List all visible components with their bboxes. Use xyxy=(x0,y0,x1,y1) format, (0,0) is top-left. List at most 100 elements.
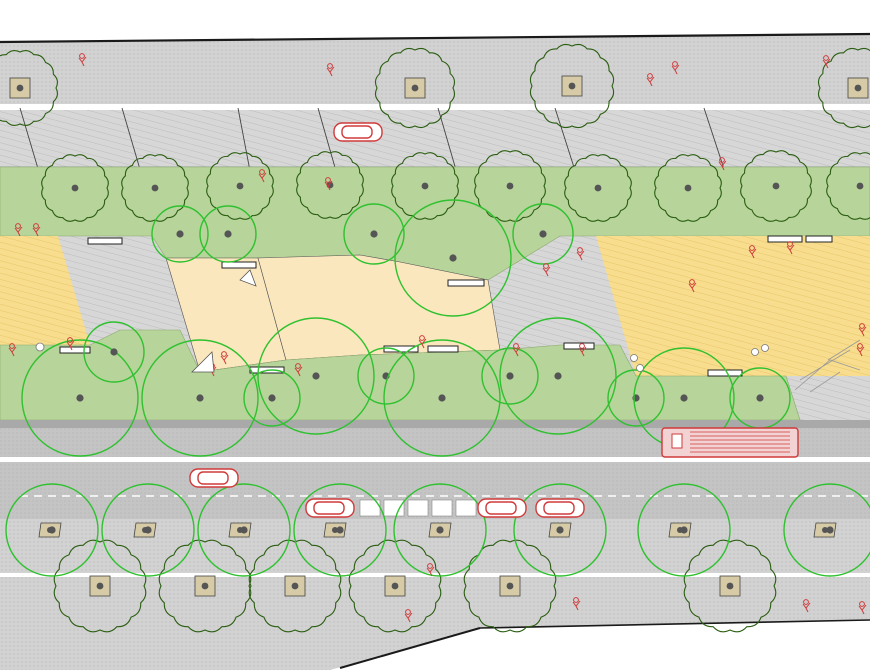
pedestrian-icon xyxy=(576,247,585,261)
pedestrian-icon xyxy=(294,363,303,377)
north-sidewalk xyxy=(0,34,870,105)
north-footpath-stripe xyxy=(0,104,870,109)
deciduous-tree-icon xyxy=(683,539,777,633)
pedestrian-icon xyxy=(66,337,75,351)
tree-canopy-circle-icon xyxy=(257,317,375,435)
pedestrian-icon xyxy=(220,351,229,365)
tree-canopy-circle-icon xyxy=(783,483,870,577)
deciduous-tree-icon xyxy=(391,152,459,220)
tree-canopy-circle-icon xyxy=(199,205,257,263)
south-footpath-stripe xyxy=(0,573,870,577)
tree-canopy-circle-icon xyxy=(499,317,617,435)
pedestrian-icon xyxy=(326,63,335,77)
park-bench-icon xyxy=(563,342,595,350)
pedestrian-icon xyxy=(786,241,795,255)
tree-canopy-circle-icon xyxy=(513,483,607,577)
pedestrians xyxy=(8,53,867,623)
deciduous-tree-icon xyxy=(817,47,870,129)
tree-canopy-circle-icon xyxy=(141,339,259,457)
playground-east xyxy=(596,236,786,376)
deciduous-tree-icon xyxy=(740,150,812,222)
tree-canopy-circle-icon xyxy=(151,205,209,263)
tree-pit-icon xyxy=(228,522,252,538)
car-icon xyxy=(535,498,585,518)
existing-trees xyxy=(0,43,870,633)
pedestrian-icon xyxy=(426,563,435,577)
car-icon xyxy=(305,498,355,518)
tree-canopy-circle-icon xyxy=(243,369,301,427)
tree-canopy-circle-icon xyxy=(101,483,195,577)
bus-icon xyxy=(661,427,799,458)
park-bench-icon xyxy=(383,345,419,353)
pedestrian-icon xyxy=(858,323,867,337)
pedestrian-icon xyxy=(542,263,551,277)
south-sidewalk-lower xyxy=(0,577,870,670)
pedestrian-icon xyxy=(404,609,413,623)
south-curb-line xyxy=(339,627,481,669)
deciduous-tree-icon xyxy=(654,154,722,222)
pedestrian-icon xyxy=(258,169,267,183)
tree-canopy-circle-icon xyxy=(293,483,387,577)
pedestrian-icon xyxy=(418,335,427,349)
tree-canopy-circle-icon xyxy=(83,321,145,383)
tree-canopy-circle-icon xyxy=(481,347,539,405)
deciduous-tree-icon xyxy=(41,154,109,222)
tree-canopy-circle-icon xyxy=(343,203,405,265)
pedestrian-icon xyxy=(572,597,581,611)
tree-canopy-circle-icon xyxy=(383,339,501,457)
pedestrian-icon xyxy=(671,61,680,75)
park-bench-icon xyxy=(427,345,459,353)
park-bench-icon xyxy=(767,235,803,243)
park-bench-icon xyxy=(221,261,257,269)
playground-west xyxy=(0,236,90,345)
tree-canopy-circle-icon xyxy=(512,203,574,265)
tree-canopy-circle-icon xyxy=(393,483,487,577)
tree-canopy-circle-icon xyxy=(197,483,291,577)
pedestrian-icon xyxy=(718,157,727,171)
deciduous-tree-icon xyxy=(474,150,546,222)
pedestrian-icon xyxy=(822,55,831,69)
south-curb-line-2 xyxy=(479,619,870,629)
pedestrian-icon xyxy=(14,223,23,237)
planned-tree-canopies xyxy=(5,199,870,577)
park-bench-icon xyxy=(447,279,485,287)
park-bench-icon xyxy=(707,369,743,377)
car-icon xyxy=(189,468,239,488)
park-bench-icon xyxy=(87,237,123,245)
pedestrian-icon xyxy=(78,53,87,67)
park-bench-icon xyxy=(805,235,833,243)
tree-pit-icon xyxy=(668,522,692,538)
deciduous-tree-icon xyxy=(53,539,147,633)
road-curb-strip xyxy=(0,420,870,428)
tree-canopy-circle-icon xyxy=(637,483,731,577)
deciduous-tree-icon xyxy=(826,152,870,220)
pedestrian-icon xyxy=(578,343,587,357)
playground-far-east xyxy=(752,236,870,376)
deciduous-tree-icon xyxy=(158,539,252,633)
pedestrian-icon xyxy=(688,279,697,293)
south-white-wedge xyxy=(340,620,870,670)
deciduous-tree-icon xyxy=(374,47,456,129)
pedestrian-icon xyxy=(8,343,17,357)
deciduous-tree-icon xyxy=(121,154,189,222)
park-bench-icon xyxy=(59,346,91,354)
pedestrian-icon xyxy=(856,343,865,357)
pedestrian-icon xyxy=(646,73,655,87)
north-curb-line xyxy=(0,32,870,44)
tree-canopy-circle-icon xyxy=(394,199,512,317)
bus-stop-bay-markings xyxy=(359,499,477,517)
deciduous-tree-icon xyxy=(463,539,557,633)
deciduous-tree-icon xyxy=(206,152,274,220)
tree-canopy-circle-icon xyxy=(21,339,139,457)
deciduous-tree-icon xyxy=(0,50,58,126)
tree-canopy-circle-icon xyxy=(5,483,99,577)
deciduous-tree-icon xyxy=(348,539,442,633)
car-icon xyxy=(477,498,527,518)
deciduous-tree-icon xyxy=(529,43,615,129)
play-equipment-icon xyxy=(35,269,861,393)
pedestrian-icon xyxy=(32,223,41,237)
pedestrian-icon xyxy=(324,177,333,191)
deciduous-tree-icon xyxy=(248,539,342,633)
road-median-line xyxy=(0,457,870,462)
